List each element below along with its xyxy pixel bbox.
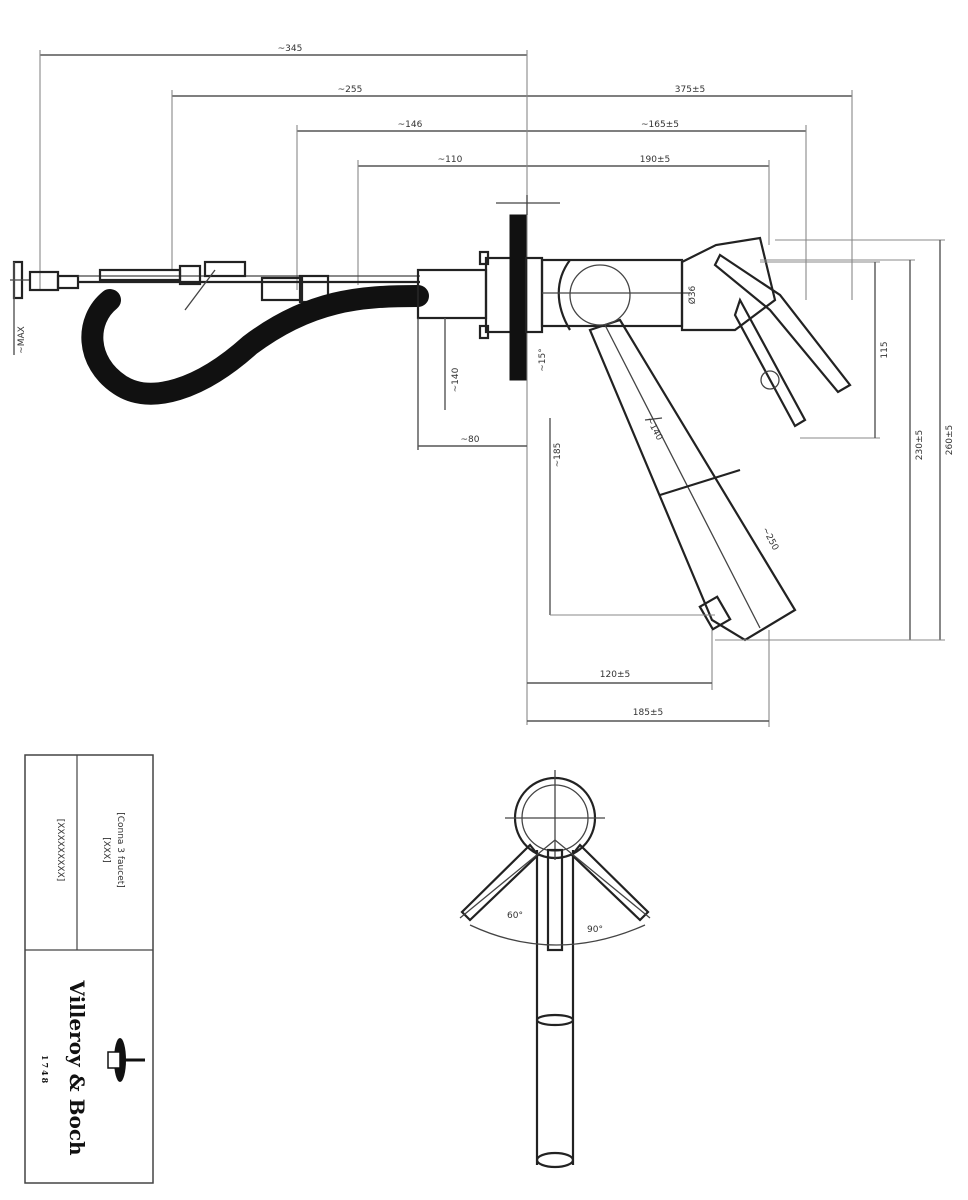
top-dimensions: ~345 ~255 375±5 ~146 ~165±5 ~110 190±5: [39, 44, 853, 300]
dim-bottom-1: 120±5: [600, 670, 630, 680]
dim-hose-offset: ~80: [461, 435, 480, 445]
dim-right-height-1: 230±5: [915, 430, 925, 460]
dim-right-height-2: 260±5: [945, 425, 955, 455]
article-number: [XXXXXXXXX]: [55, 819, 65, 882]
dim-top-left-1: ~345: [278, 44, 303, 54]
dim-base-height: ~MAX: [17, 326, 27, 354]
dim-spout-length: ~140: [644, 416, 665, 443]
title-block: [XXXXXXXXX] [Conna 3 faucet] [XXX] Ville…: [24, 754, 154, 1184]
villeroy-boch-logo: Villeroy & Boch 1748: [40, 979, 145, 1156]
faucet-plan-view: 60° 90°: [459, 770, 651, 1169]
dim-top-right-4: 190±5: [640, 155, 670, 165]
dim-top-right-2: 375±5: [675, 85, 705, 95]
description-line-2: [XXX]: [101, 837, 111, 863]
dim-plan-angle-left: 60°: [507, 911, 523, 921]
dim-spray-length: ~250: [760, 526, 781, 553]
side-dimensions: ~MAX ~140 ~15° ~185 115 230±5 260±5 ~140…: [13, 239, 955, 727]
brand-name: Villeroy & Boch: [65, 979, 89, 1156]
dim-top-left-3: ~146: [398, 120, 423, 130]
dim-spout-height: ~185: [553, 443, 563, 468]
brand-year: 1748: [40, 1055, 50, 1085]
dim-lever-height: 115: [880, 341, 890, 358]
faucet-side-view: ~80 Ø36: [10, 195, 852, 642]
dim-neck-diameter: Ø36: [687, 285, 698, 304]
dim-left-height: ~140: [451, 367, 461, 392]
brand-emblem-icon: [107, 1038, 145, 1082]
dim-top-right-3: ~165±5: [641, 120, 679, 130]
description-line-1: [Conna 3 faucet]: [115, 812, 125, 888]
countertop-section: [509, 214, 527, 381]
dim-spout-angle: ~15°: [538, 348, 548, 372]
dim-top-left-4: ~110: [438, 155, 463, 165]
dim-plan-angle-right: 90°: [587, 925, 603, 935]
dim-bottom-2: 185±5: [633, 708, 663, 718]
dim-top-left-2: ~255: [338, 85, 363, 95]
